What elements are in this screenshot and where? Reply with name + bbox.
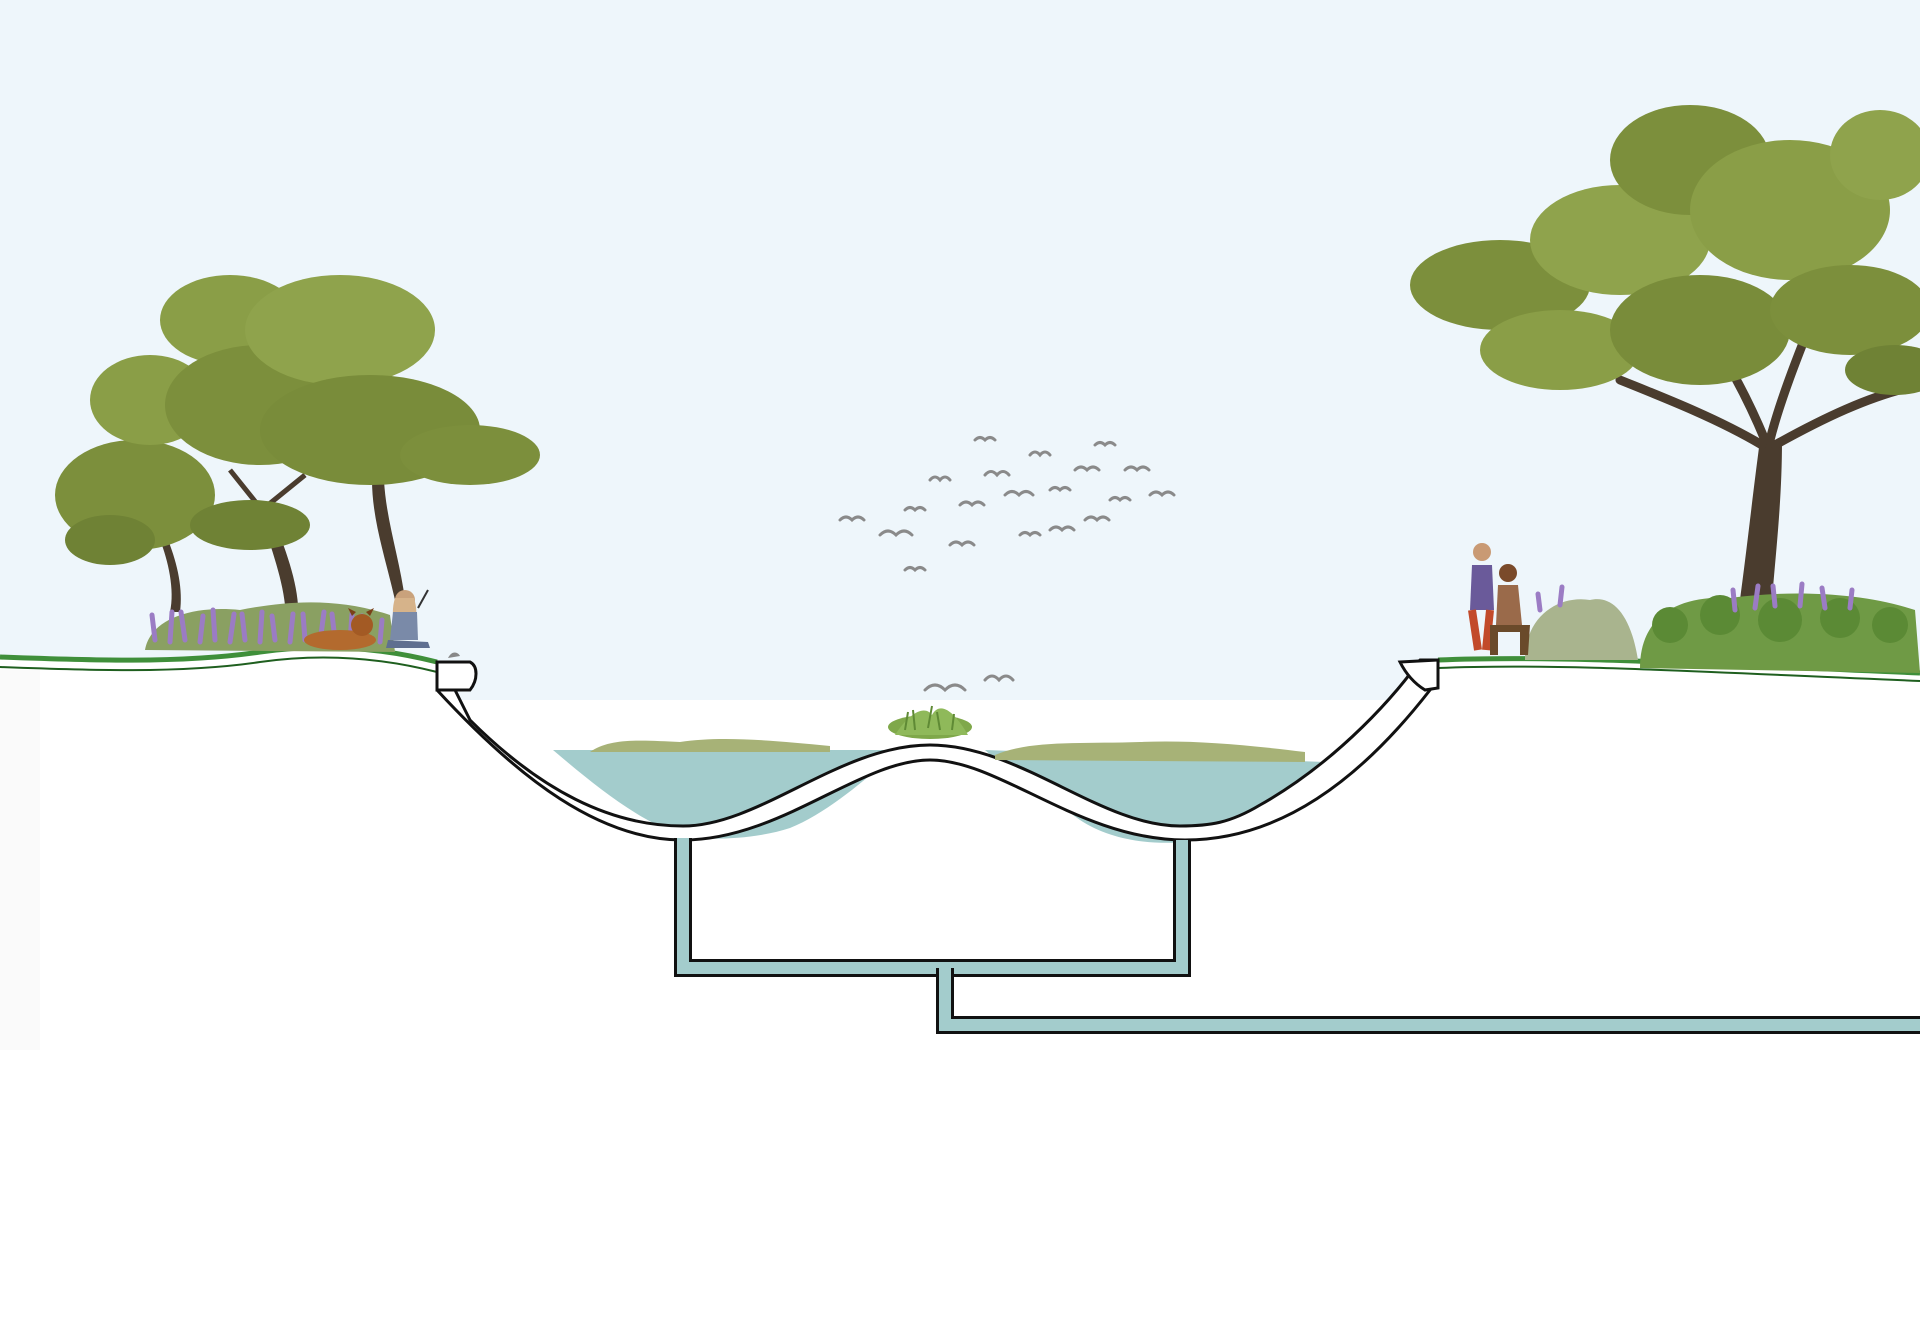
water-left	[553, 750, 900, 839]
drainage-pipe	[674, 838, 1920, 1034]
dog	[304, 608, 376, 650]
grass-line-left-shadow	[0, 656, 438, 673]
person-sitting	[386, 589, 430, 648]
shrub-bed-right	[1525, 581, 1920, 673]
basin-liner	[435, 658, 1440, 842]
two-people-on-bench	[1468, 543, 1530, 655]
central-planted-mound	[888, 705, 972, 739]
left-margin-strip	[0, 670, 40, 1050]
ground-bird	[448, 652, 460, 658]
ground-lower	[0, 860, 1920, 1321]
pine-tree-cluster-left	[55, 275, 540, 612]
pine-tree-right	[1410, 105, 1920, 600]
flock-of-birds	[838, 436, 1176, 693]
basin-cap-left	[435, 660, 478, 692]
reed-islands	[590, 739, 1305, 762]
grass-line-right-shadow	[1437, 665, 1920, 682]
basin-cap-right	[1397, 658, 1440, 692]
